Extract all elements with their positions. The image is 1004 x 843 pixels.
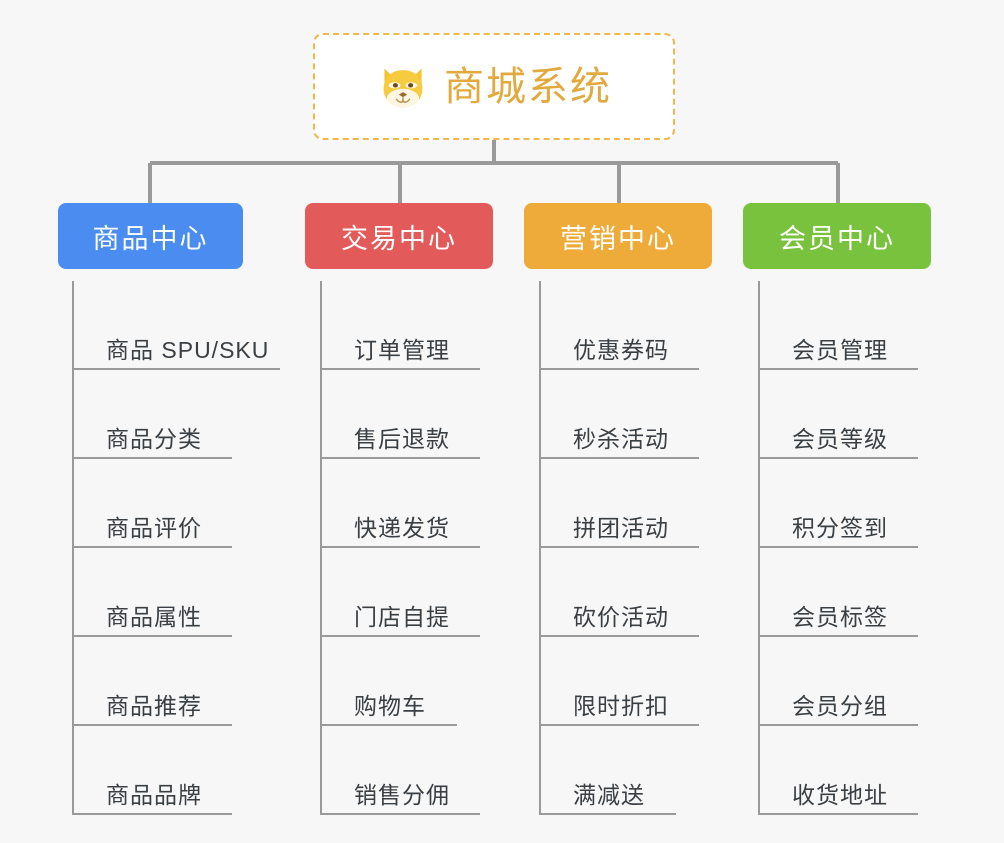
category-header-2[interactable]: 营销中心 [524,203,712,269]
category-header-3[interactable]: 会员中心 [743,203,931,269]
leaf-item[interactable]: 门店自提 [322,548,510,637]
leaf-label: 快递发货 [354,515,450,541]
leaf-item[interactable]: 商品分类 [74,370,262,459]
leaf-label: 优惠券码 [573,337,669,363]
root-node[interactable]: 商城系统 [313,33,675,140]
category-columns: 商品中心 商品 SPU/SKU 商品分类 商品评价 商品属性 [0,203,1004,843]
leaf-label: 积分签到 [792,515,888,541]
leaf-label: 会员管理 [792,337,888,363]
leaf-item[interactable]: 会员标签 [760,548,948,637]
leaf-item[interactable]: 收货地址 [760,726,948,815]
leaf-item[interactable]: 拼团活动 [541,459,729,548]
leaf-item[interactable]: 销售分佣 [322,726,510,815]
category-column-2: 营销中心 优惠券码 秒杀活动 拼团活动 砍价活动 [507,203,727,815]
category-label-0: 商品中心 [92,223,209,254]
leaf-item[interactable]: 商品 SPU/SKU [74,281,280,370]
leaf-item[interactable]: 积分签到 [760,459,948,548]
root-title: 商城系统 [444,64,612,109]
leaf-item[interactable]: 秒杀活动 [541,370,729,459]
category-header-1[interactable]: 交易中心 [305,203,493,269]
leaf-label: 销售分佣 [354,782,450,808]
leaf-item[interactable]: 满减送 [541,726,729,815]
leaf-label: 会员分组 [792,693,888,719]
leaf-item[interactable]: 购物车 [322,637,510,726]
leaf-item[interactable]: 会员分组 [760,637,948,726]
leaf-label: 商品分类 [106,426,202,452]
leaf-label: 会员标签 [792,604,888,630]
leaf-label: 收货地址 [792,782,888,808]
leaf-label: 商品评价 [106,515,202,541]
category-label-2: 营销中心 [560,223,676,254]
leaf-label: 满减送 [573,782,645,808]
leaf-item[interactable]: 限时折扣 [541,637,729,726]
leaf-label: 商品推荐 [106,693,202,719]
category-label-1: 交易中心 [341,223,457,254]
leaf-label: 秒杀活动 [573,426,669,452]
leaf-item[interactable]: 商品评价 [74,459,262,548]
category-column-3: 会员中心 会员管理 会员等级 积分签到 会员标签 [726,203,946,815]
category-column-0: 商品中心 商品 SPU/SKU 商品分类 商品评价 商品属性 [40,203,280,815]
leaf-list-0: 商品 SPU/SKU 商品分类 商品评价 商品属性 商品推荐 [72,281,280,815]
leaf-item[interactable]: 商品属性 [74,548,262,637]
leaf-label: 商品属性 [106,604,202,630]
leaf-item[interactable]: 优惠券码 [541,281,729,370]
leaf-item[interactable]: 会员等级 [760,370,948,459]
leaf-item[interactable]: 快递发货 [322,459,510,548]
leaf-item[interactable]: 售后退款 [322,370,510,459]
category-label-3: 会员中心 [779,223,895,254]
leaf-label: 拼团活动 [573,515,669,541]
category-column-1: 交易中心 订单管理 售后退款 快递发货 门店自提 [288,203,508,815]
leaf-list-2: 优惠券码 秒杀活动 拼团活动 砍价活动 限时折扣 [539,281,729,815]
shiba-dog-face-icon [383,67,423,107]
leaf-label: 会员等级 [792,426,888,452]
leaf-list-3: 会员管理 会员等级 积分签到 会员标签 会员分组 [758,281,948,815]
leaf-label: 商品 SPU/SKU [106,337,270,363]
category-header-0[interactable]: 商品中心 [58,203,243,269]
leaf-item[interactable]: 订单管理 [322,281,510,370]
leaf-label: 购物车 [354,693,426,719]
leaf-label: 售后退款 [354,426,450,452]
leaf-item[interactable]: 会员管理 [760,281,948,370]
leaf-list-1: 订单管理 售后退款 快递发货 门店自提 购物车 [320,281,510,815]
leaf-label: 限时折扣 [573,693,669,719]
leaf-label: 商品品牌 [106,782,202,808]
leaf-item[interactable]: 商品品牌 [74,726,262,815]
leaf-item[interactable]: 砍价活动 [541,548,729,637]
leaf-label: 门店自提 [354,604,450,630]
leaf-label: 订单管理 [354,337,450,363]
leaf-item[interactable]: 商品推荐 [74,637,262,726]
leaf-label: 砍价活动 [573,604,669,630]
